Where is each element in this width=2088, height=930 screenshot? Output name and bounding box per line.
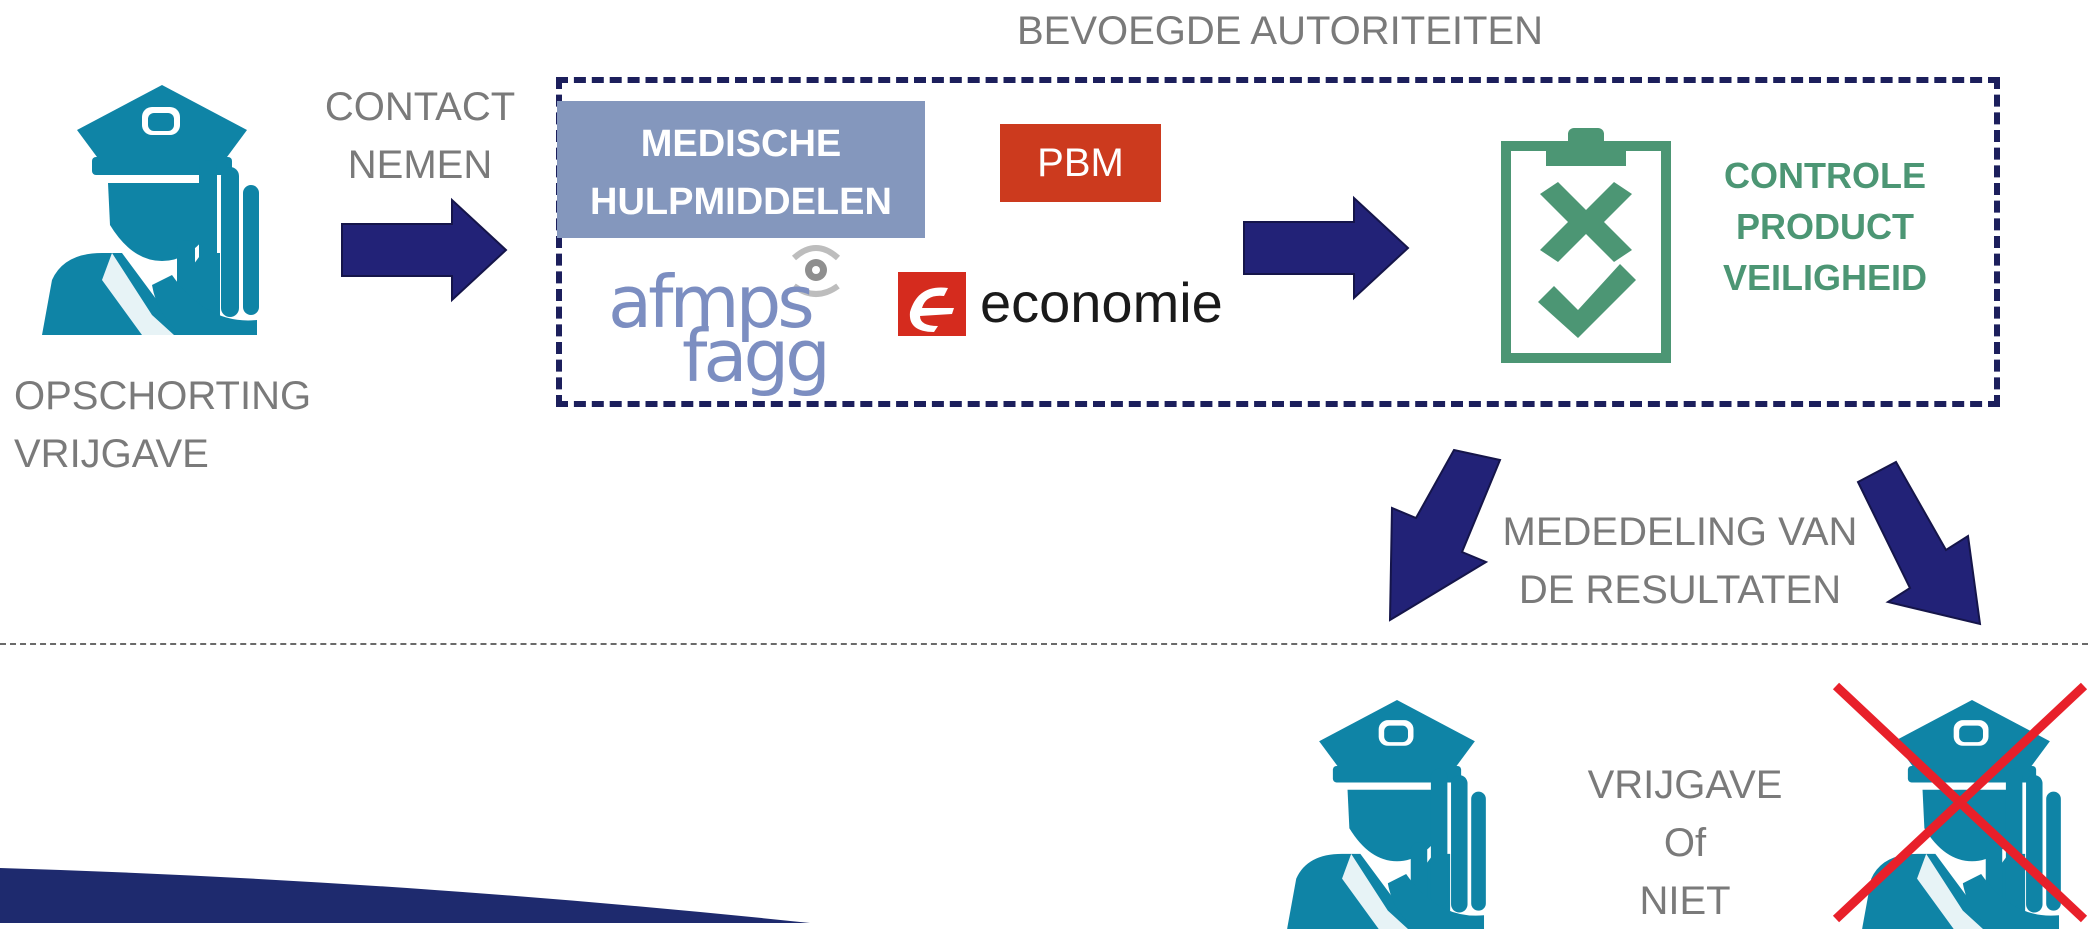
contact-label-line-2: NEMEN xyxy=(347,143,493,187)
control-label-line-2: PRODUCT xyxy=(1736,206,1914,247)
control-label-line-3: VEILIGHEID xyxy=(1722,257,1928,298)
decorative-blue-swoosh xyxy=(0,868,810,923)
medical-devices-box: MEDISCHE HULPMIDDELEN xyxy=(557,101,925,238)
afmps-fagg-logo: afmps fagg xyxy=(600,240,850,410)
medical-devices-line-2: HULPMIDDELEN xyxy=(590,181,892,223)
authorities-title: BEVOEGDE AUTORITEITEN xyxy=(1016,9,1544,53)
results-communication-label: MEDEDELING VAN DE RESULTATEN xyxy=(1480,503,1880,619)
afmps-text: afmps xyxy=(608,260,815,344)
product-safety-control-label: CONTROLE PRODUCT VEILIGHEID xyxy=(1690,150,1960,303)
fagg-text: fagg xyxy=(682,314,831,398)
results-label-line-1: MEDEDELING VAN xyxy=(1502,510,1858,554)
clipboard-check-icon xyxy=(1501,128,1671,363)
suspension-release-label: OPSCHORTING VRIJGAVE xyxy=(14,367,314,483)
economie-logo: economie xyxy=(898,268,1238,338)
results-label-line-2: DE RESULTATEN xyxy=(1518,568,1842,612)
suspension-label-line-2: VRIJGAVE xyxy=(14,432,209,476)
police-officer-icon xyxy=(42,85,282,335)
arrow-down-right-icon xyxy=(1856,460,1982,626)
pbm-box: PBM xyxy=(1000,124,1161,202)
economie-e-icon xyxy=(898,272,966,336)
medical-devices-line-1: MEDISCHE xyxy=(640,123,842,165)
control-label-line-1: CONTROLE xyxy=(1724,155,1926,196)
release-label-line-2: Of xyxy=(1663,821,1707,865)
contact-label-line-1: CONTACT xyxy=(324,85,516,129)
suspension-label-line-1: OPSCHORTING xyxy=(14,374,312,418)
release-label-line-3: NIET xyxy=(1639,879,1731,923)
arrow-right-icon xyxy=(1243,195,1410,301)
arrow-down-left-icon xyxy=(1388,448,1502,622)
dashed-separator xyxy=(0,643,2088,645)
release-or-not-label: VRIJGAVE Of NIET xyxy=(1560,756,1810,930)
competent-authorities-box xyxy=(556,77,2000,407)
arrow-right-icon xyxy=(341,197,508,303)
afmps-eye-icon xyxy=(791,245,841,297)
contact-label: CONTACT NEMEN xyxy=(300,78,540,194)
release-label-line-1: VRIJGAVE xyxy=(1587,763,1783,807)
economie-text: economie xyxy=(980,271,1223,334)
police-officer-released-icon xyxy=(1287,700,1507,929)
red-cross-icon xyxy=(1832,682,2088,923)
